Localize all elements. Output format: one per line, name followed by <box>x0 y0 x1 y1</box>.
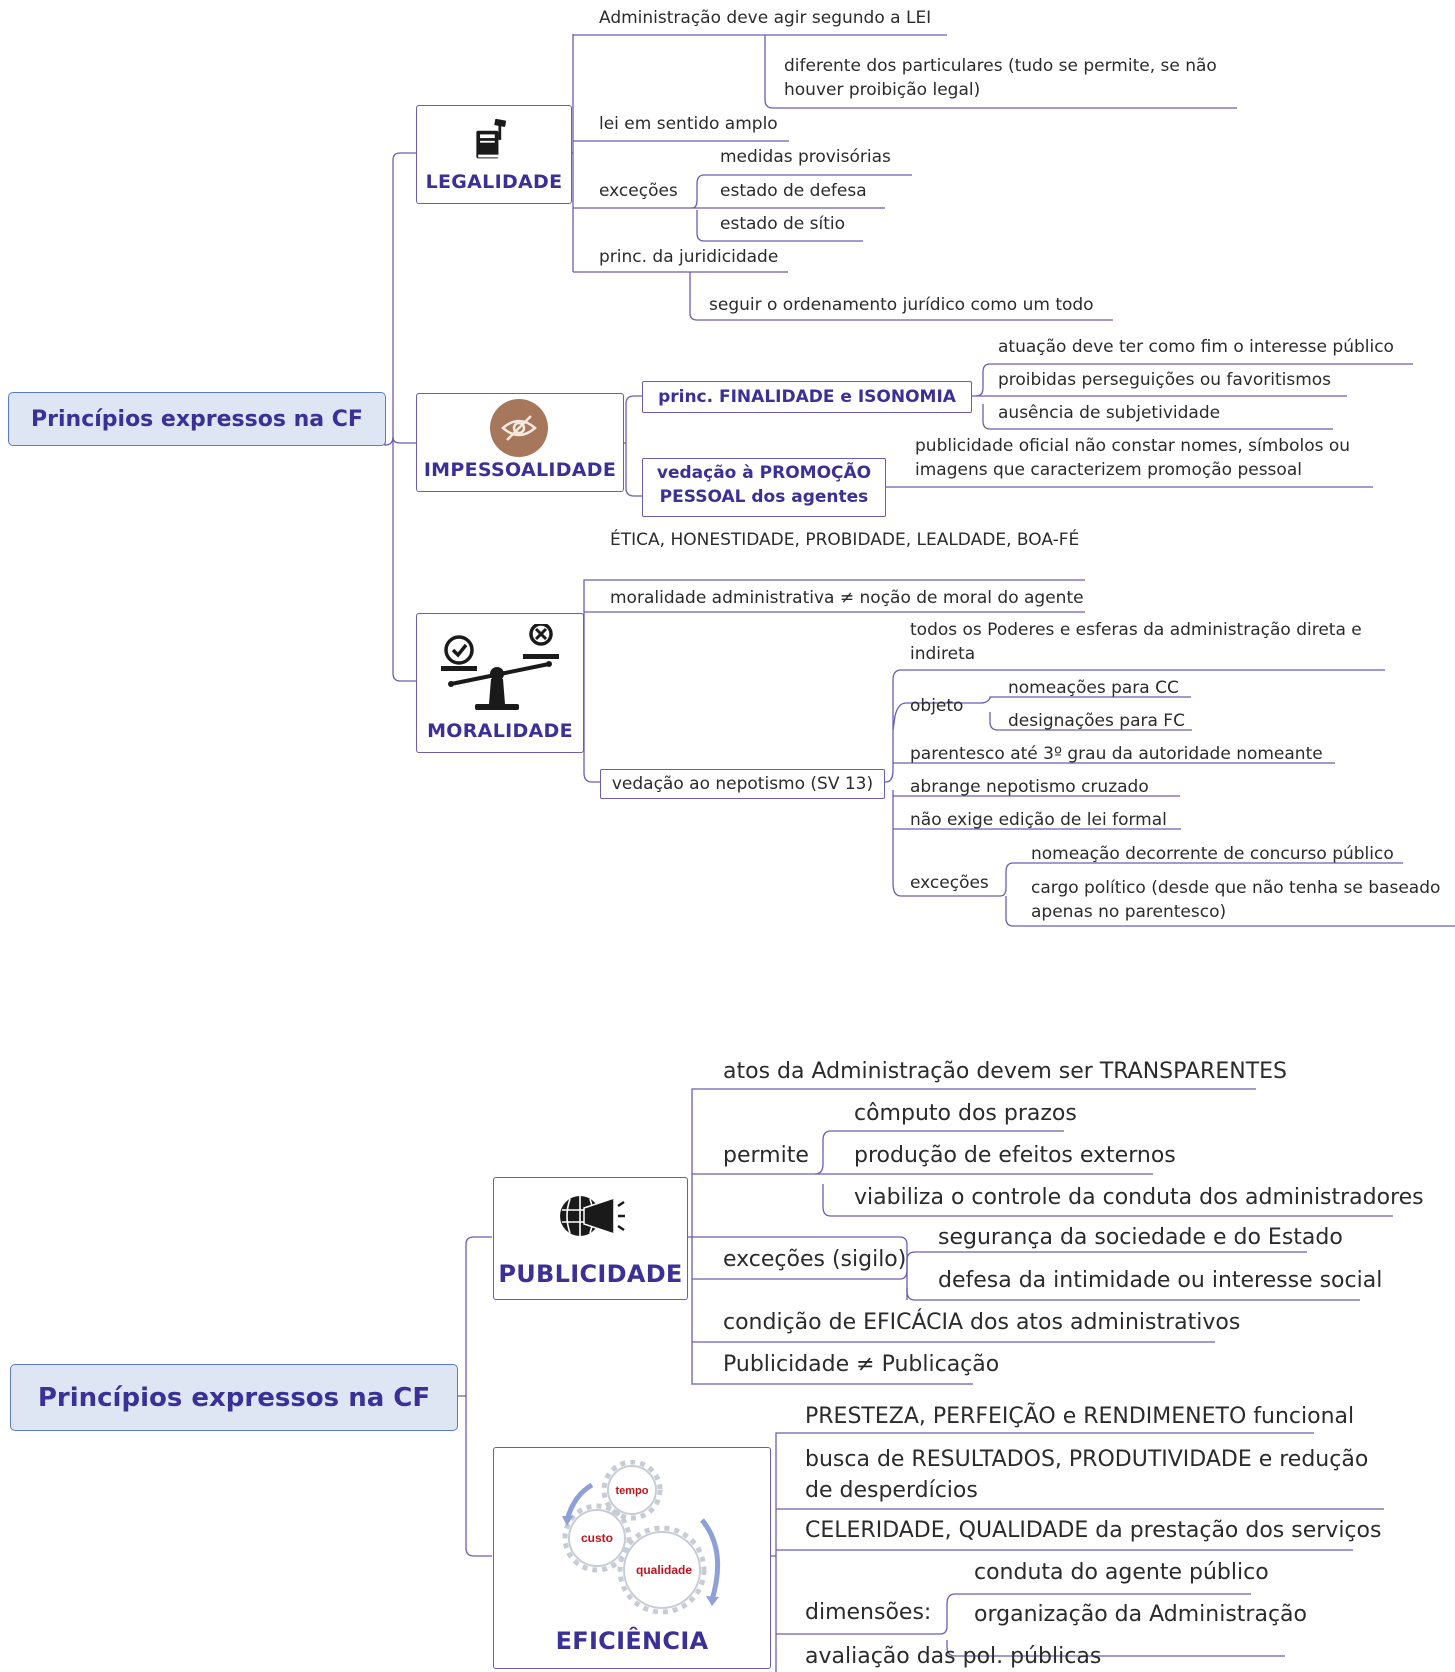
globe-megaphone-icon <box>560 1196 625 1236</box>
efi-e4: avaliação das pol. públicas <box>805 1644 1102 1669</box>
mor-nep3: abrange nepotismo cruzado <box>910 777 1149 797</box>
leg-jurid-sub: seguir o ordenamento jurídico como um to… <box>709 295 1094 315</box>
mor-excecoes: exceções <box>910 873 989 893</box>
efi-e3: CELERIDADE, QUALIDADE da prestação dos s… <box>805 1518 1382 1543</box>
root-topic[interactable]: Princípios expressos na CF <box>8 392 386 446</box>
efi-dim2: organização da Administração <box>974 1602 1307 1627</box>
gears-icon: tempo custo qualidade <box>562 1460 721 1615</box>
leg-jurid: princ. da juridicidade <box>599 247 779 267</box>
imp-fin3: ausência de subjetividade <box>998 403 1221 423</box>
efi-e2: busca de RESULTADOS, PRODUTIVIDADE e red… <box>805 1447 1369 1503</box>
leg-amplo: lei em sentido amplo <box>599 114 778 134</box>
mor-nep2: parentesco até 3º grau da autoridade nom… <box>910 744 1323 764</box>
finalidade-label: princ. FINALIDADE e ISONOMIA <box>658 387 956 407</box>
moralidade-label: MORALIDADE <box>427 720 573 742</box>
imp-fin1: atuação deve ter como fim o interesse pú… <box>998 337 1394 357</box>
pub-perm2: produção de efeitos externos <box>854 1143 1176 1168</box>
mor-etica: ÉTICA, HONESTIDADE, PROBIDADE, LEALDADE,… <box>610 530 1080 550</box>
publicidade-label: PUBLICIDADE <box>498 1260 683 1288</box>
gear-label-custo: custo <box>581 1531 613 1545</box>
efi-e1: PRESTEZA, PERFEIÇÃO e RENDIMENETO funcio… <box>805 1404 1355 1429</box>
mor-exc1: nomeação decorrente de concurso público <box>1031 844 1394 864</box>
finalidade-topic[interactable]: princ. FINALIDADE e ISONOMIA <box>642 381 972 413</box>
eficiencia-label: EFICIÊNCIA <box>555 1627 709 1655</box>
impessoalidade-label: IMPESSOALIDADE <box>423 459 617 481</box>
root-topic-2-label: Princípios expressos na CF <box>37 1382 431 1413</box>
impessoalidade-node[interactable]: IMPESSOALIDADE <box>416 393 624 492</box>
mor-obj1: nomeações para CC <box>1008 678 1179 698</box>
mor-objeto: objeto <box>910 696 964 716</box>
pub-perm3: viabiliza o controle da conduta dos admi… <box>854 1185 1424 1210</box>
publicidade-node[interactable]: PUBLICIDADE <box>493 1177 688 1300</box>
mor-exc2: cargo político (desde que não tenha se b… <box>1031 878 1441 922</box>
mor-nep4: não exige edição de lei formal <box>910 810 1167 830</box>
mor-obj2: designações para FC <box>1008 711 1185 731</box>
promocao-topic[interactable]: vedação à PROMOÇÃO PESSOAL dos agentes <box>642 458 886 517</box>
leg-exc1: medidas provisórias <box>720 147 891 167</box>
pub-sig1: segurança da sociedade e do Estado <box>938 1225 1343 1250</box>
nepotismo-label: vedação ao nepotismo (SV 13) <box>611 774 874 794</box>
mor-nep1: todos os Poderes e esferas da administra… <box>910 620 1362 664</box>
promocao-label: vedação à PROMOÇÃO PESSOAL dos agentes <box>656 463 872 507</box>
balance-scale-icon <box>441 624 559 710</box>
root-topic-2[interactable]: Princípios expressos na CF <box>10 1364 458 1431</box>
legalidade-node[interactable]: LEGALIDADE <box>416 105 572 204</box>
root-topic-label: Princípios expressos na CF <box>31 406 363 432</box>
pub-transp: atos da Administração devem ser TRANSPAR… <box>723 1059 1288 1084</box>
pub-publicacao: Publicidade ≠ Publicação <box>723 1352 1000 1377</box>
efi-dim1: conduta do agente público <box>974 1560 1269 1585</box>
imp-fin2: proibidas perseguições ou favoritismos <box>998 370 1332 390</box>
pub-sigilo: exceções (sigilo) <box>723 1247 907 1272</box>
pub-perm1: cômputo dos prazos <box>854 1101 1077 1126</box>
leg-lei: Administração deve agir segundo a LEI <box>599 8 932 28</box>
imp-prom1: publicidade oficial não constar nomes, s… <box>915 436 1351 480</box>
pub-permite: permite <box>723 1143 809 1168</box>
leg-exc2: estado de defesa <box>720 181 867 201</box>
eficiencia-node[interactable]: tempo custo qualidade EFICIÊNCIA <box>493 1447 771 1669</box>
mor-moral: moralidade administrativa ≠ noção de mor… <box>610 588 1084 608</box>
pub-sig2: defesa da intimidade ou interesse social <box>938 1268 1383 1293</box>
leg-particulares: diferente dos particulares (tudo se perm… <box>784 56 1217 100</box>
nepotismo-topic[interactable]: vedação ao nepotismo (SV 13) <box>600 769 885 799</box>
law-book-gavel-icon <box>476 118 507 159</box>
pub-eficacia: condição de EFICÁCIA dos atos administra… <box>723 1310 1241 1335</box>
efi-dimensoes: dimensões: <box>805 1600 932 1625</box>
leg-excecoes: exceções <box>599 181 678 201</box>
moralidade-node[interactable]: MORALIDADE <box>416 613 584 753</box>
eye-slash-icon <box>490 399 548 457</box>
legalidade-label: LEGALIDADE <box>425 171 563 193</box>
gear-label-tempo: tempo <box>616 1485 649 1497</box>
leg-exc3: estado de sítio <box>720 214 846 234</box>
gear-label-qualidade: qualidade <box>636 1563 692 1577</box>
